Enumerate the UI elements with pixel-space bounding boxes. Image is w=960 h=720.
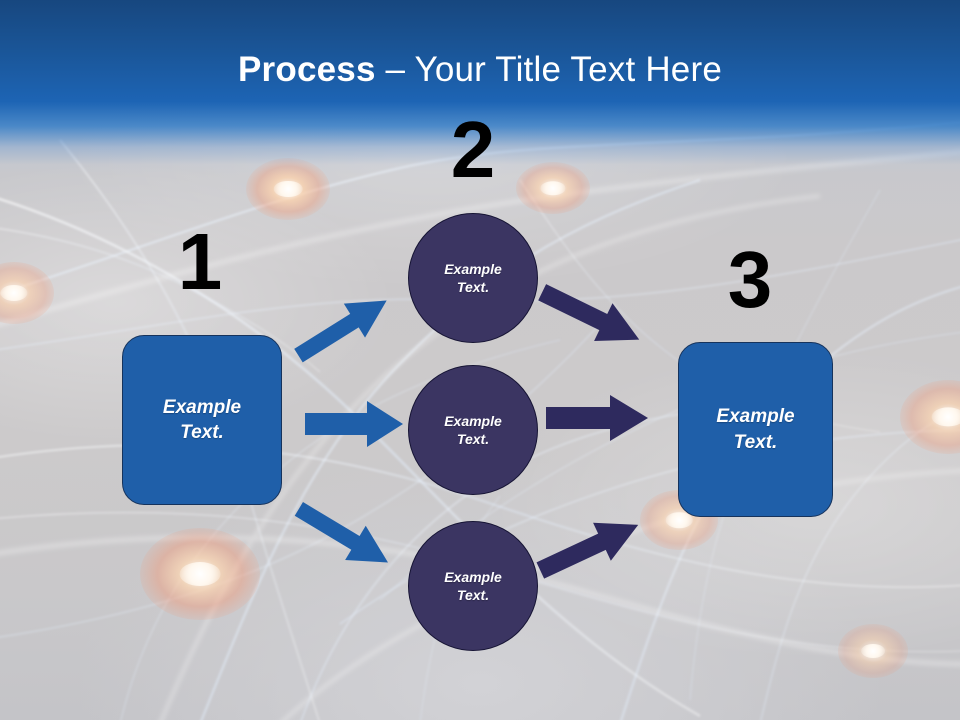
process-circle-middle-label: Example Text. — [444, 412, 502, 447]
arrow-input-to-middle-circle — [305, 399, 405, 449]
step-number-1: 1 — [177, 217, 223, 306]
process-circle-middle[interactable]: Example Text. — [408, 365, 538, 495]
arrow-bottom-circle-to-output — [536, 496, 664, 582]
process-circle-bottom[interactable]: Example Text. — [408, 521, 538, 651]
process-circle-top[interactable]: Example Text. — [408, 213, 538, 343]
step-number-2: 2 — [450, 105, 496, 194]
arrow-input-to-bottom-circle — [294, 498, 414, 590]
page-title-strong: Process — [238, 50, 376, 89]
arrow-input-to-top-circle — [294, 274, 414, 366]
arrow-middle-circle-to-output — [546, 393, 652, 443]
page-title: Process – Your Title Text Here — [0, 48, 960, 92]
output-box-label: Example Text. — [716, 406, 795, 453]
process-circle-bottom-label: Example Text. — [444, 568, 502, 603]
arrow-top-circle-to-output — [538, 282, 664, 366]
input-box[interactable]: Example Text. — [122, 335, 282, 505]
input-box-label: Example Text. — [162, 396, 242, 443]
page-title-rest: – Your Title Text Here — [375, 50, 722, 89]
header-band — [0, 0, 960, 175]
step-number-3: 3 — [727, 235, 773, 324]
process-circle-top-label: Example Text. — [444, 260, 502, 295]
output-box[interactable]: Example Text. — [678, 342, 833, 517]
